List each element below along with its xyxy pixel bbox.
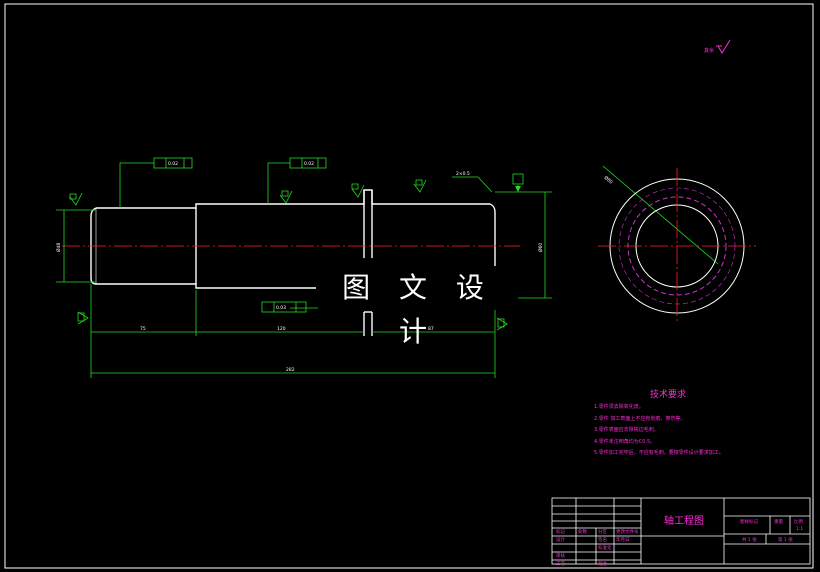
- drawing-border: [4, 3, 814, 569]
- title-block-grid: [551, 497, 811, 565]
- tb-cell: 第 1 张: [778, 538, 793, 543]
- section-view: Ø80: [598, 168, 756, 324]
- tech-requirements-list: 1.零件须去除氧化皮。 2.零件 加工表面上不应有划痕、擦伤等。 3.零件表面应…: [594, 402, 724, 460]
- tech-requirement-item: 3.零件表面应去除锐边毛刺。: [594, 427, 659, 434]
- tech-requirement-item: 5.零件加工完毕后，不应有毛刺，要按零件设计要求加工。: [594, 450, 724, 457]
- drawing-title: 轴工程图: [664, 516, 704, 527]
- tb-cell: 1:1: [796, 527, 804, 532]
- tb-cell: 年月日: [616, 538, 630, 543]
- tb-cell: 标准化: [598, 546, 612, 551]
- tb-cell: 比例: [794, 520, 803, 525]
- svg-text:其余: 其余: [704, 47, 714, 54]
- tech-requirement-item: 4.零件未注倒角均为C0.5。: [594, 438, 656, 445]
- dimension-texts: 75 120 87 282 0.02 0.02 0.03 2×0.5 Ø48 Ø…: [55, 161, 544, 373]
- tb-cell: 标记: [556, 530, 565, 535]
- tb-cell: 批准: [598, 562, 607, 567]
- tech-requirement-item: 2.零件 加工表面上不应有划痕、擦伤等。: [594, 415, 686, 422]
- tb-cell: 分区: [598, 530, 607, 535]
- svg-text:0.02: 0.02: [168, 161, 178, 167]
- svg-text:120: 120: [277, 326, 286, 332]
- tb-cell: 图样标记: [740, 520, 758, 525]
- tb-cell: 签名: [598, 538, 607, 543]
- tb-cell: 设计: [556, 538, 565, 543]
- tech-requirements-title: 技术要求: [650, 390, 687, 400]
- tb-cell: 更改文件号: [616, 530, 639, 535]
- tech-requirement-item: 1.零件须去除氧化皮。: [594, 404, 644, 410]
- tb-cell: 重量: [774, 520, 783, 525]
- svg-text:Ø60: Ø60: [537, 243, 544, 252]
- tb-cell: 工艺: [556, 562, 565, 567]
- svg-text:75: 75: [140, 326, 146, 332]
- svg-text:87: 87: [428, 326, 434, 332]
- svg-text:Ø80: Ø80: [603, 174, 615, 185]
- svg-text:2×0.5: 2×0.5: [456, 171, 470, 177]
- tb-cell: 审核: [556, 554, 565, 559]
- svg-text:282: 282: [286, 367, 295, 373]
- watermark: 图 文 设 计: [318, 266, 518, 348]
- svg-text:Ø48: Ø48: [55, 243, 62, 252]
- svg-text:0.02: 0.02: [304, 161, 314, 167]
- tb-cell: 处数: [578, 530, 587, 535]
- svg-text:0.03: 0.03: [276, 305, 286, 311]
- roughness-other-note: 其余: [704, 39, 731, 54]
- tb-cell: 共 1 张: [742, 538, 757, 543]
